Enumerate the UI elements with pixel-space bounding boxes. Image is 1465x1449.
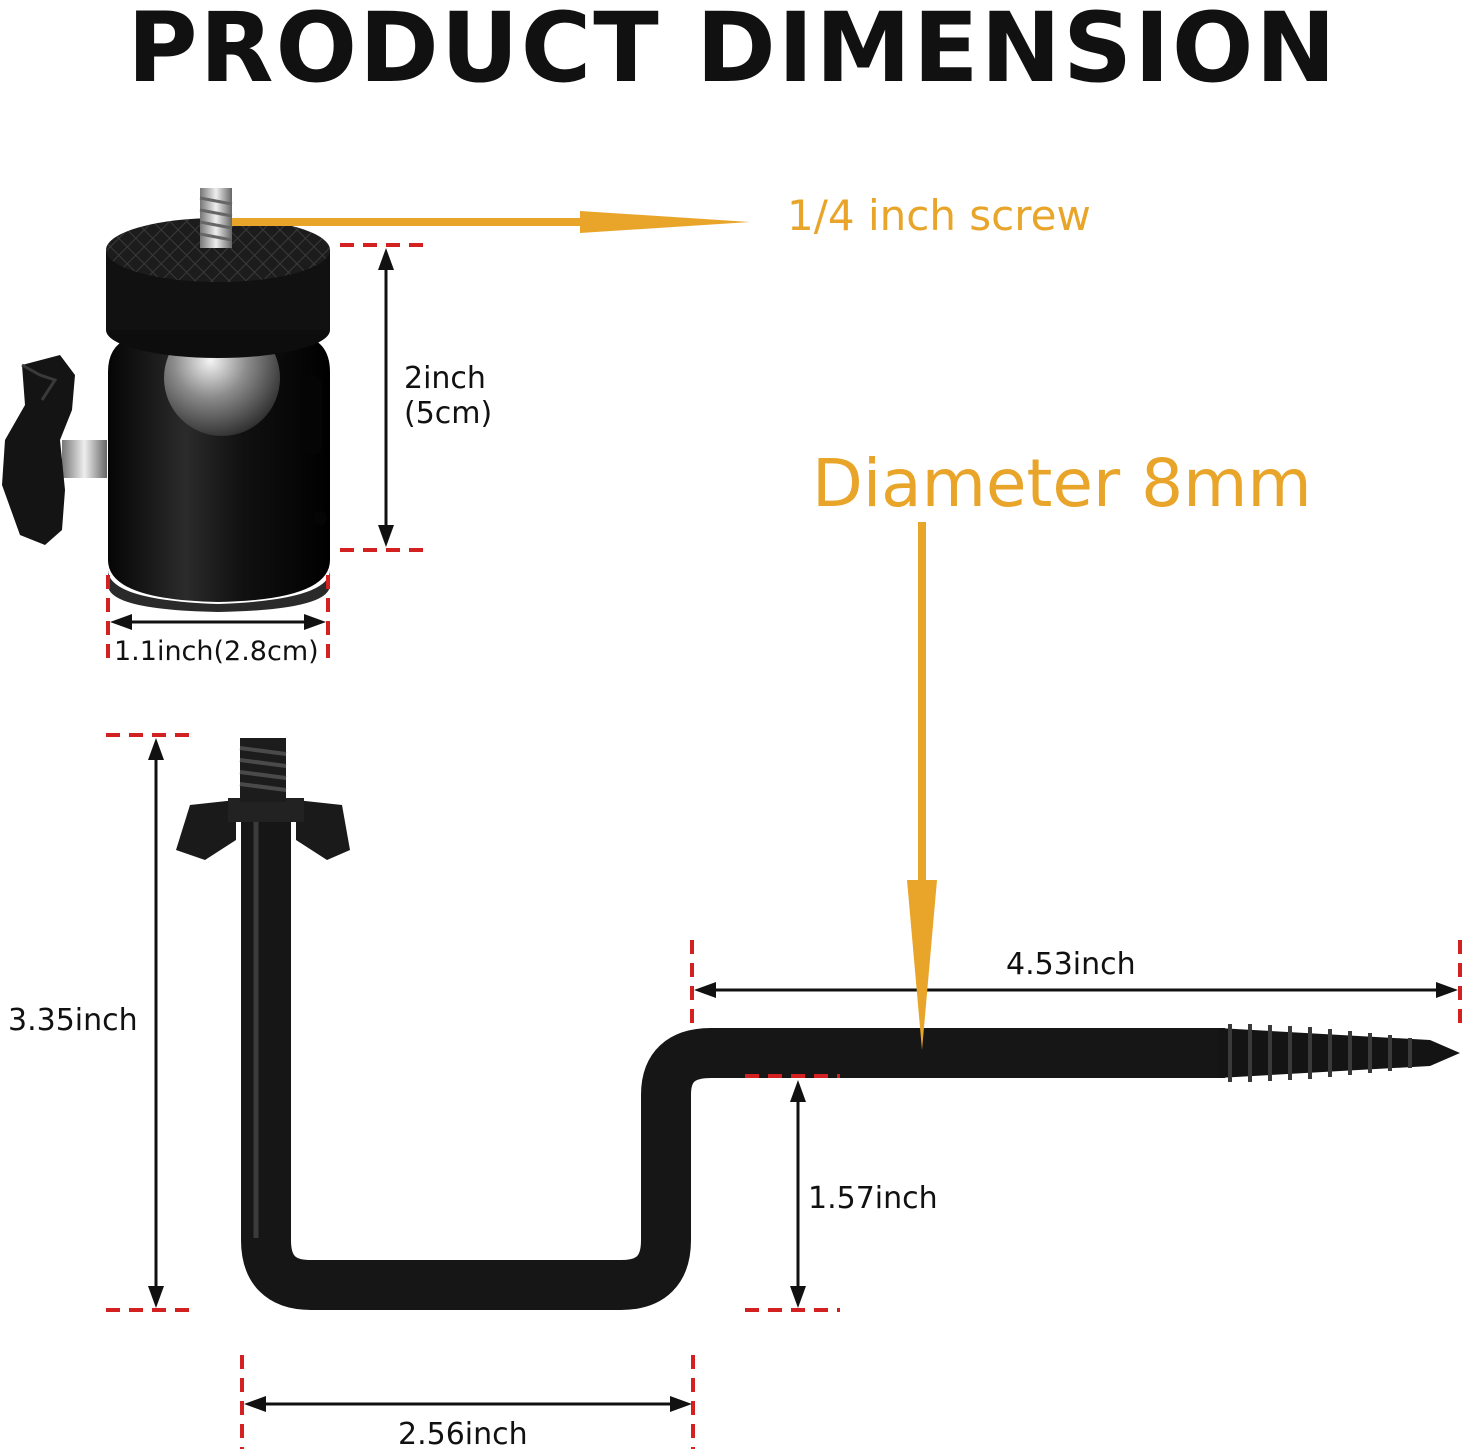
ball-width-label: 1.1inch(2.8cm): [114, 636, 319, 667]
thread-tip-icon: [1218, 1024, 1460, 1082]
arm-base-label: 2.56inch: [398, 1417, 528, 1449]
mount-screw-icon: [199, 188, 233, 248]
reference-lines: [106, 243, 1462, 1449]
arm-offset-label: 1.57inch: [808, 1181, 938, 1216]
screw-callout-arrow: [232, 211, 750, 233]
screw-in-arm: [176, 738, 1460, 1310]
diameter-label: Diameter 8mm: [812, 445, 1312, 522]
ball-height-cm-label: (5cm): [404, 396, 492, 431]
screw-label: 1/4 inch screw: [787, 191, 1091, 240]
side-knob-icon: [2, 355, 107, 545]
arm-length-label: 4.53inch: [1006, 947, 1136, 982]
top-plate: [106, 218, 330, 282]
callout-arrows: [232, 211, 937, 1050]
diameter-callout-head: [907, 880, 937, 1050]
dimension-arrows: [110, 248, 1458, 1412]
ball-head-mount: [2, 188, 330, 612]
page-title: PRODUCT DIMENSION: [127, 0, 1338, 104]
ball-height-label: 2inch: [404, 361, 486, 396]
arm-height-label: 3.35inch: [8, 1003, 138, 1038]
stud-screw-icon: [239, 738, 287, 802]
diameter-callout-shaft: [918, 522, 926, 882]
